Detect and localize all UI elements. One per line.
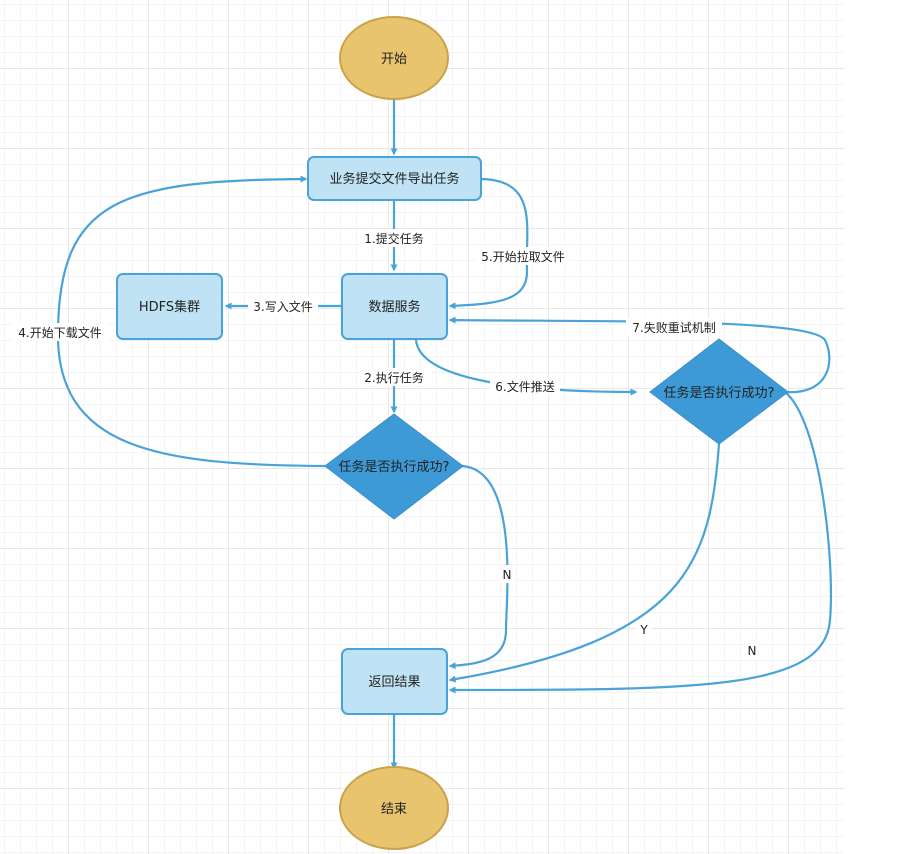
edge-label-retry: 7.失败重试机制: [632, 320, 715, 335]
nodes: 开始 业务提交文件导出任务 数据服务 HDFS集群 任务是否执行成功? 任务是否…: [116, 16, 789, 850]
start-node[interactable]: 开始: [339, 16, 449, 100]
edge-push-file: [414, 339, 638, 396]
edge-labels: 1.提交任务 2.执行任务 3.写入文件 4.开始下载文件 5.开始拉取文件 6…: [12, 229, 759, 659]
hdfs-node[interactable]: HDFS集群: [116, 273, 223, 340]
return-result-node[interactable]: 返回结果: [341, 648, 448, 715]
edge-label-write-file: 3.写入文件: [253, 299, 312, 314]
edge-label-submit: 1.提交任务: [364, 231, 423, 246]
decision-left-label: 任务是否执行成功?: [339, 459, 450, 475]
decision-right-label: 任务是否执行成功?: [664, 385, 775, 401]
edge-pull-file: [448, 177, 529, 310]
edge-label-right-no: N: [748, 644, 757, 658]
edge-label-push-file: 6.文件推送: [495, 379, 554, 394]
submit-task-label: 业务提交文件导出任务: [329, 171, 459, 187]
edge-label-download: 4.开始下载文件: [18, 325, 101, 340]
decision-left-node[interactable]: 任务是否执行成功?: [324, 413, 464, 520]
hdfs-label: HDFS集群: [139, 299, 200, 315]
edge-left-no: [448, 464, 509, 670]
return-result-label: 返回结果: [368, 675, 420, 690]
edge-label-execute: 2.执行任务: [364, 370, 423, 385]
edge-right-no: [448, 391, 833, 694]
data-service-label: 数据服务: [368, 299, 420, 315]
end-label: 结束: [381, 802, 407, 817]
data-service-node[interactable]: 数据服务: [341, 273, 448, 340]
start-label: 开始: [381, 52, 407, 67]
edge-label-right-yes: Y: [639, 623, 648, 637]
edge-label-left-no: N: [503, 568, 512, 582]
diagram-canvas: 开始 业务提交文件导出任务 数据服务 HDFS集群 任务是否执行成功? 任务是否…: [0, 0, 845, 854]
decision-right-node[interactable]: 任务是否执行成功?: [649, 338, 789, 445]
submit-task-node[interactable]: 业务提交文件导出任务: [307, 156, 482, 201]
edge-right-yes: [448, 443, 721, 683]
edge-retry: [448, 316, 831, 394]
edge-label-pull-file: 5.开始拉取文件: [481, 249, 564, 264]
end-node[interactable]: 结束: [339, 766, 449, 850]
